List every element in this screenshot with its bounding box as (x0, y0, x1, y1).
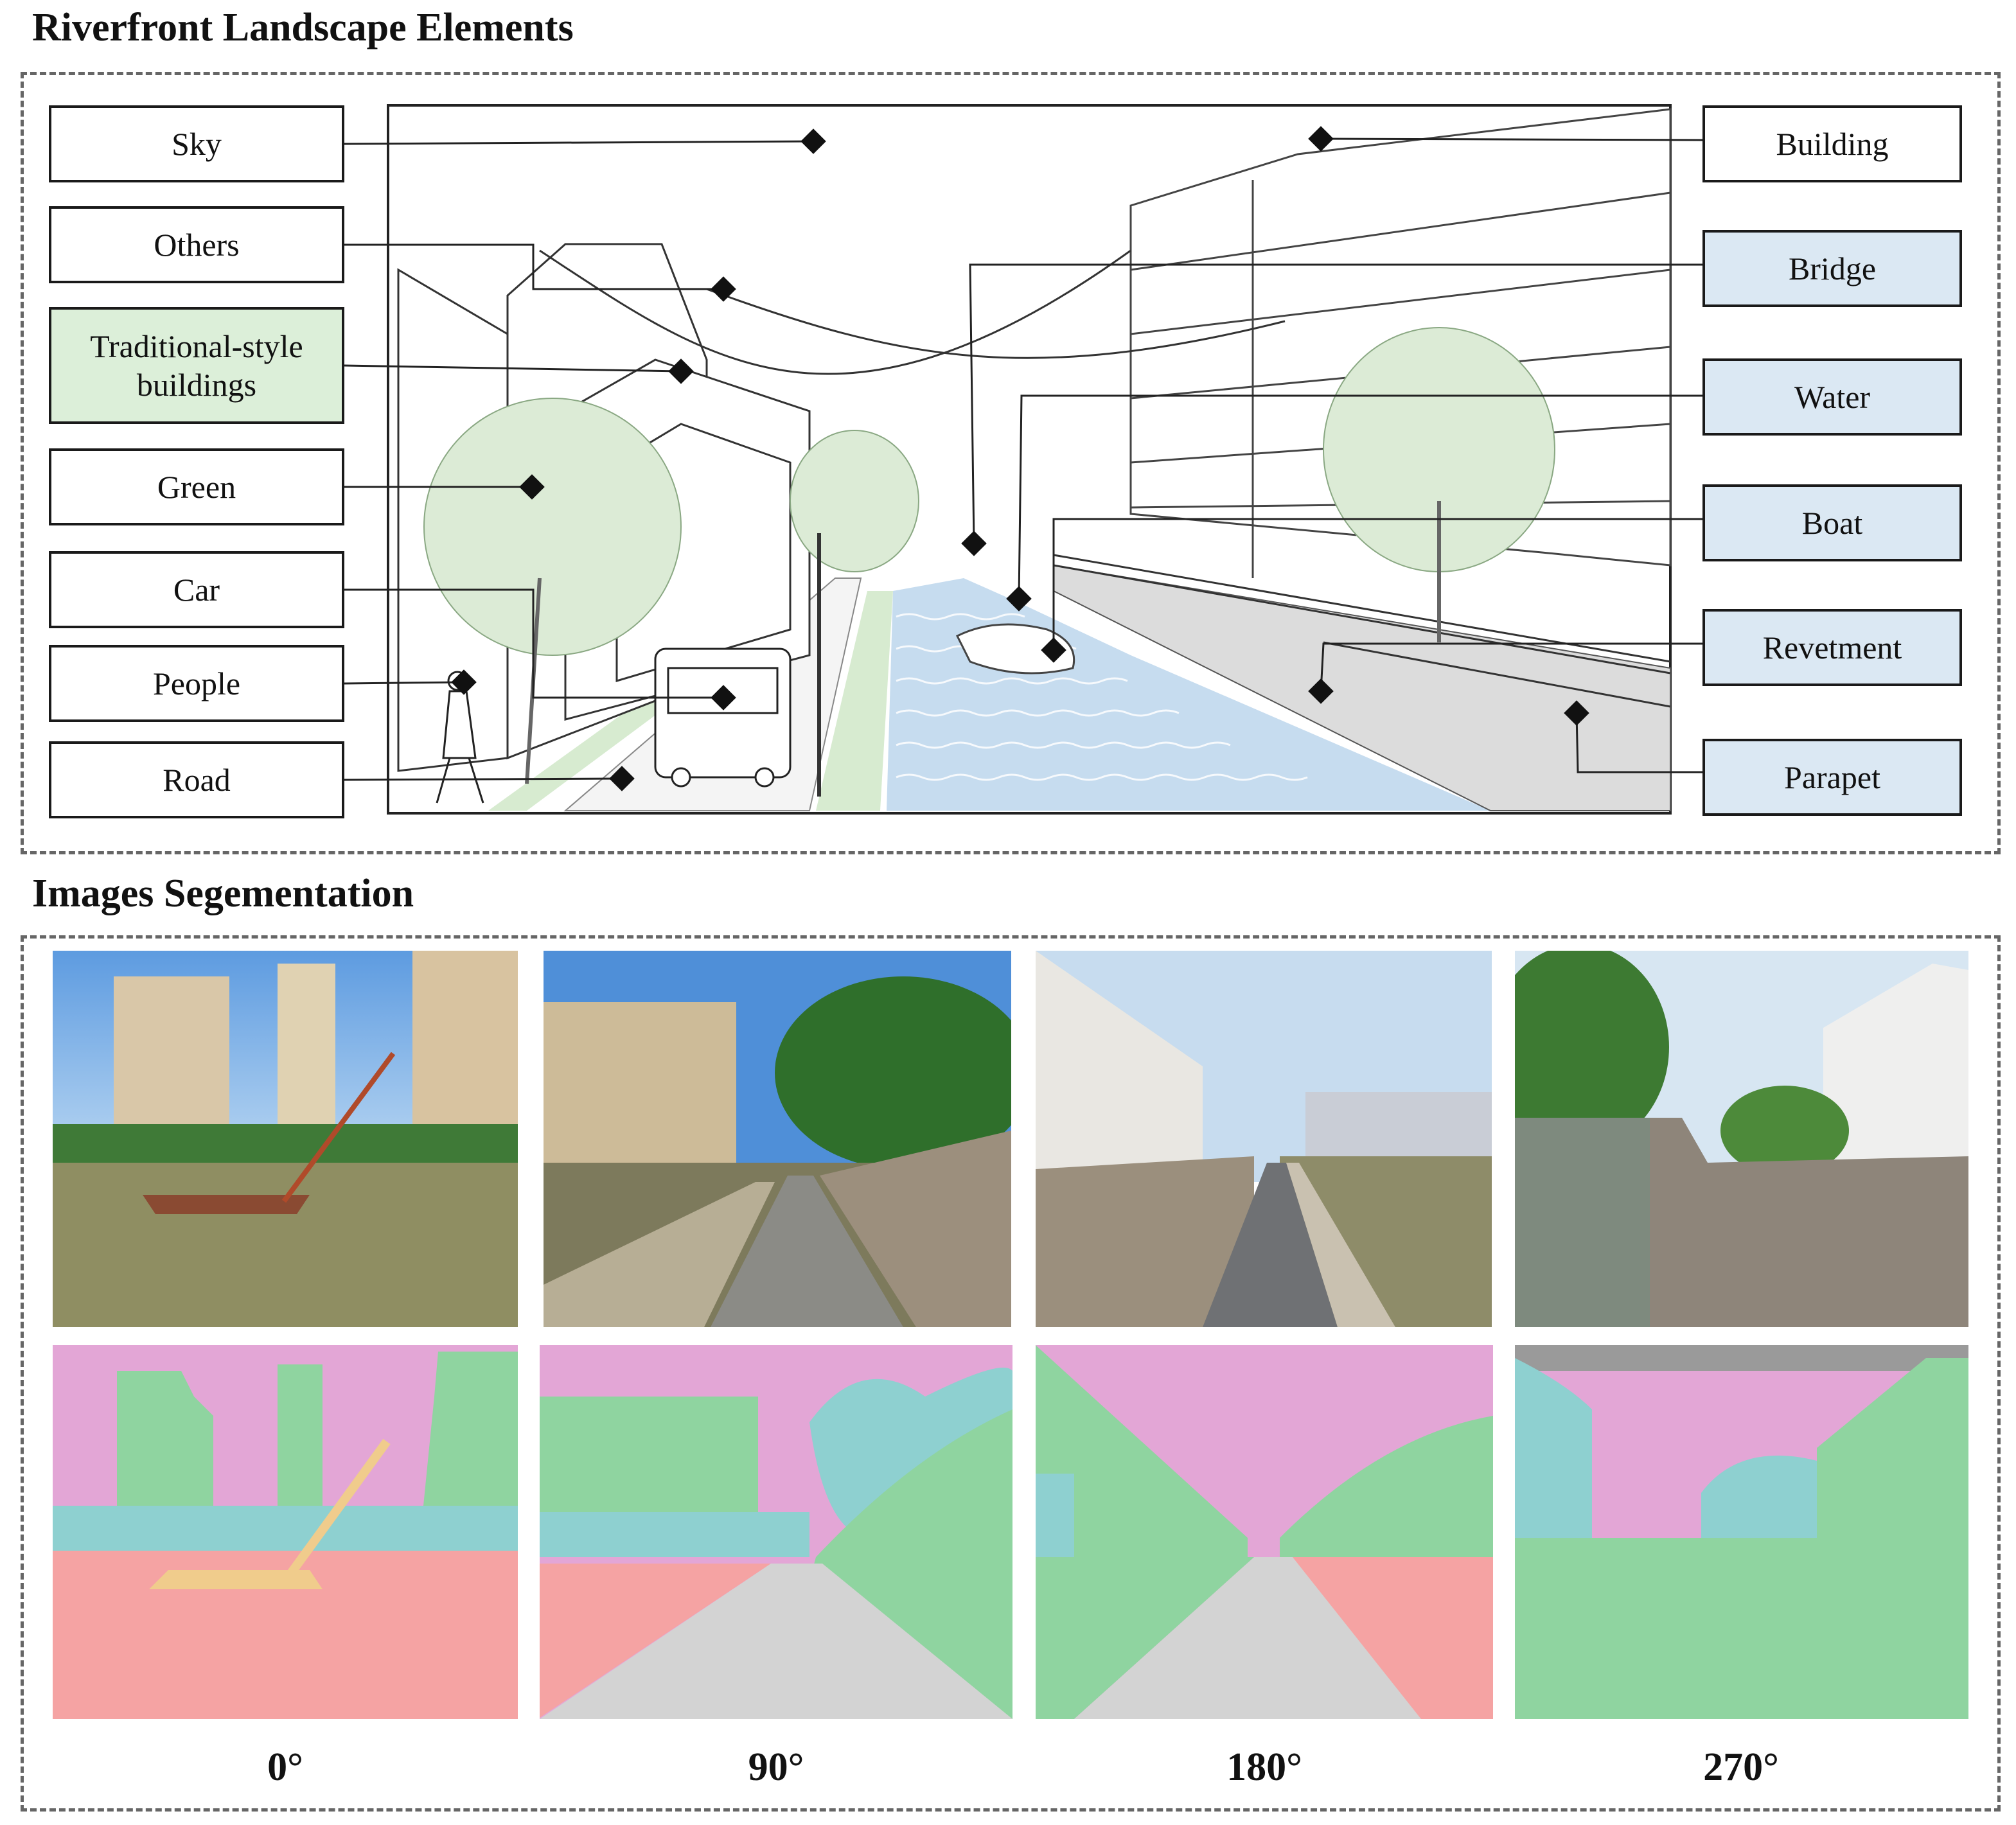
label-people: People (49, 645, 344, 722)
label-sky: Sky (49, 105, 344, 182)
segmentation-map-180 (1036, 1345, 1493, 1719)
street-view-photo-270 (1515, 951, 1968, 1327)
label-road: Road (49, 741, 344, 818)
trees (423, 327, 1555, 784)
segmentation-map-270 (1515, 1345, 1968, 1719)
label-boat: Boat (1702, 484, 1962, 561)
angle-label-90: 90° (748, 1745, 804, 1789)
label-revetment: Revetment (1702, 609, 1962, 686)
label-parapet: Parapet (1702, 739, 1962, 816)
label-traditional-style-buildings: Traditional-style buildings (49, 307, 344, 424)
label-bridge: Bridge (1702, 230, 1962, 307)
angle-label-0: 0° (267, 1745, 303, 1789)
landscape-panel (21, 72, 2001, 854)
street-view-photo-180 (1036, 951, 1492, 1327)
label-others: Others (49, 206, 344, 283)
green-strip (816, 591, 893, 811)
angle-label-180: 180° (1226, 1745, 1302, 1789)
segmentation-section-title: Images Segementation (32, 872, 414, 915)
riverfront-illustration (344, 104, 1703, 815)
segmentation-map-0 (53, 1345, 518, 1719)
segmentation-map-90 (540, 1345, 1012, 1719)
label-green: Green (49, 448, 344, 525)
segmentation-panel (21, 935, 2001, 1812)
street-view-photo-0 (53, 951, 518, 1327)
leader-lines (344, 137, 1703, 781)
label-building: Building (1702, 105, 1962, 182)
car-drawing (654, 648, 791, 788)
label-water: Water (1702, 358, 1962, 436)
street-view-photo-90 (544, 951, 1011, 1327)
angle-label-270: 270° (1703, 1745, 1779, 1789)
traditional-buildings (397, 243, 811, 772)
landscape-section-title: Riverfront Landscape Elements (32, 6, 574, 49)
boat-drawing (955, 623, 1075, 674)
label-car: Car (49, 551, 344, 628)
